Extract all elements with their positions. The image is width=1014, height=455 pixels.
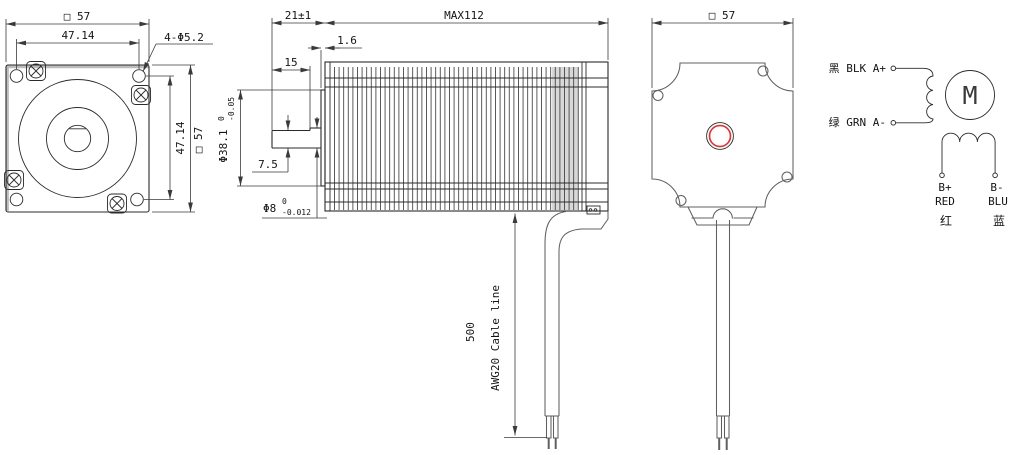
cable-rear bbox=[715, 220, 731, 450]
mount-hole-tr bbox=[132, 69, 146, 83]
rear-view-dimensions: □ 57 bbox=[651, 9, 794, 88]
dim-pilot-tol-lower: -0.05 bbox=[227, 97, 236, 121]
phase-a-coil bbox=[896, 67, 934, 124]
terminal-b-minus bbox=[992, 172, 998, 179]
flange-outline bbox=[5, 64, 150, 213]
dim-hole-pitch-vertical: 47.14 bbox=[174, 121, 187, 154]
terminal-a-minus bbox=[890, 120, 897, 126]
wiring-diagram: 黑 BLK A+ 绿 GRN A- M B+ RED 红 B- BLU 蓝 bbox=[829, 62, 1008, 228]
mount-hole-br bbox=[130, 192, 144, 207]
side-view: 21±1 MAX112 1.6 15 Φ38.1 0 -0.05 7. bbox=[217, 9, 609, 449]
dim-frame-width-front: □ 57 bbox=[64, 10, 91, 23]
cable-label: AWG20 Cable line bbox=[489, 285, 502, 391]
rear-hole-bl bbox=[675, 194, 687, 207]
dim-shaft-diameter: Φ8 bbox=[263, 202, 276, 215]
dim-pilot-diameter: Φ38.1 bbox=[217, 129, 230, 162]
lead-b-minus-label: B- bbox=[990, 181, 1003, 194]
dim-shaft-length: 21±1 bbox=[285, 9, 312, 22]
front-view-dimensions: □ 57 47.14 4-Φ5.2 47.14 □ 57 bbox=[5, 10, 213, 213]
dim-pilot-tol-upper: 0 bbox=[217, 116, 226, 121]
dim-shaft-tol-upper: 0 bbox=[282, 197, 287, 206]
rear-view: □ 57 bbox=[651, 9, 794, 450]
front-view: □ 57 47.14 4-Φ5.2 47.14 □ 57 bbox=[4, 10, 213, 214]
dim-shaft-tol-lower: -0.012 bbox=[282, 208, 311, 217]
dim-pilot-diameter-group: Φ38.1 0 -0.05 bbox=[217, 97, 236, 163]
lead-b-minus-color: BLU bbox=[988, 195, 1008, 208]
dim-pilot-height: 1.6 bbox=[337, 34, 357, 47]
terminal-a-plus bbox=[890, 65, 897, 72]
pilot-boss bbox=[320, 89, 326, 187]
motor-circle bbox=[945, 70, 995, 120]
rear-hole-tl bbox=[652, 89, 664, 102]
nameplate-connector bbox=[586, 205, 601, 215]
rear-hole-tr bbox=[757, 65, 769, 77]
rear-center-red-marker bbox=[708, 124, 732, 148]
lead-b-plus-color: RED bbox=[935, 195, 955, 208]
body-corner-lines bbox=[325, 77, 608, 203]
pilot-boss-circle bbox=[46, 107, 109, 170]
cable-exit-housing-side bbox=[581, 211, 609, 230]
motor-symbol: M bbox=[962, 81, 977, 110]
dim-cable-length: 500 bbox=[464, 322, 477, 342]
stator-fins bbox=[334, 67, 580, 210]
dim-frame-width-rear: □ 57 bbox=[709, 9, 736, 22]
end-bell-circle bbox=[18, 79, 137, 198]
rear-center-ring bbox=[706, 122, 734, 150]
dim-flat-length: 15 bbox=[284, 56, 297, 69]
lead-b-plus-label: B+ bbox=[938, 181, 952, 194]
dim-hole-pitch-horizontal: 47.14 bbox=[61, 29, 94, 42]
rear-body-outline bbox=[651, 62, 794, 208]
dim-shaft-flat: 7.5 bbox=[258, 158, 278, 171]
side-view-dimensions: 21±1 MAX112 1.6 15 Φ38.1 0 -0.05 7. bbox=[217, 9, 609, 438]
dim-frame-height-front: □ 57 bbox=[192, 127, 205, 154]
lead-b-minus-cn: 蓝 bbox=[993, 214, 1005, 228]
cable-exit-housing-rear bbox=[687, 206, 758, 226]
phase-b-coil bbox=[941, 132, 996, 143]
dim-max-body-length: MAX112 bbox=[444, 9, 484, 22]
shaft bbox=[271, 127, 321, 149]
assembly-screws bbox=[4, 61, 151, 214]
shaft-circle bbox=[63, 124, 92, 153]
lead-b-plus-cn: 红 bbox=[940, 213, 952, 228]
dim-mounting-holes: 4-Φ5.2 bbox=[164, 31, 204, 44]
cable-side bbox=[544, 210, 582, 449]
rear-hole-br bbox=[781, 171, 793, 183]
terminal-b-plus bbox=[939, 172, 945, 179]
mount-hole-bl bbox=[9, 192, 24, 207]
lead-a-plus-label: 黑 BLK A+ bbox=[829, 62, 887, 75]
mount-hole-tl bbox=[9, 69, 24, 83]
lead-a-minus-label: 绿 GRN A- bbox=[829, 115, 886, 129]
